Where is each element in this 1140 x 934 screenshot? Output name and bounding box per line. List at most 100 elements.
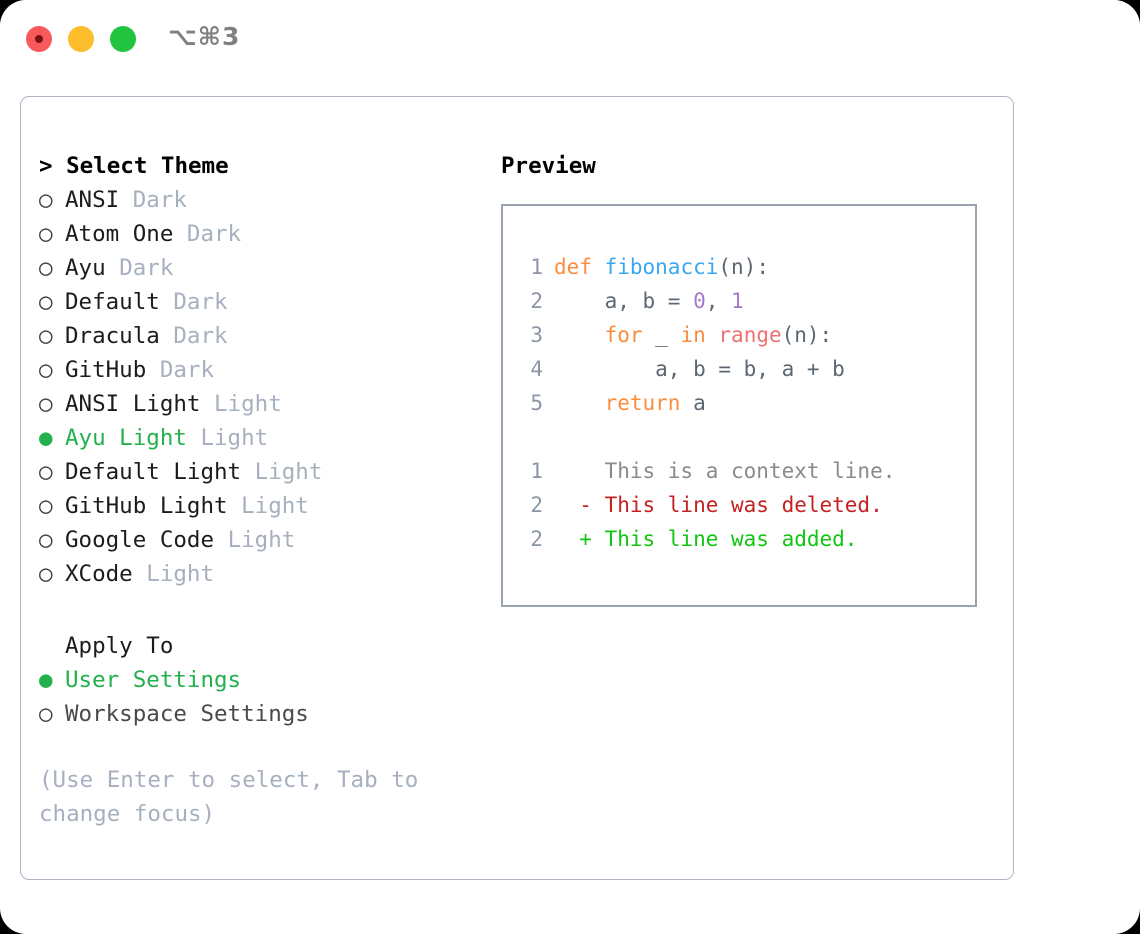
line-number: 1 xyxy=(530,459,543,483)
preview-pane: Preview 1 def fibonacci(n):2 a, b = 0, 1… xyxy=(501,149,981,607)
theme-option-label: GitHub Light xyxy=(65,493,242,519)
code-token-ident: a, b = xyxy=(554,289,694,313)
gutter-gap xyxy=(543,250,554,284)
radio-unselected-icon: ○ xyxy=(39,323,53,349)
theme-option-label: Default xyxy=(65,289,174,315)
theme-option-variant: Light xyxy=(146,561,215,587)
code-line: 5 return a xyxy=(521,386,975,420)
code-token-ident xyxy=(554,323,605,347)
theme-option-label: Dracula xyxy=(65,323,174,349)
gutter-gap xyxy=(543,284,554,318)
minimize-button[interactable] xyxy=(68,26,94,52)
diff-line-context: 1 This is a context line. xyxy=(521,454,975,488)
code-token-punct: (n): xyxy=(718,255,769,279)
theme-option-label: Ayu xyxy=(65,255,120,281)
apply-to-option-user-settings[interactable]: ●User Settings xyxy=(39,663,479,697)
code-token-ident xyxy=(706,323,719,347)
diff-line-text: This is a context line. xyxy=(554,459,896,483)
radio-selected-icon: ● xyxy=(39,425,53,451)
code-token-kw: def xyxy=(554,255,592,279)
theme-option-variant: Dark xyxy=(173,323,228,349)
code-token-kw: return xyxy=(604,391,681,415)
theme-option-variant: Dark xyxy=(119,255,174,281)
code-line: 4 a, b = b, a + b xyxy=(521,352,975,386)
keyboard-hint-text: (Use Enter to select, Tab to change focu… xyxy=(39,767,432,827)
theme-option-label: Atom One xyxy=(65,221,187,247)
line-number: 2 xyxy=(530,493,543,517)
radio-unselected-icon: ○ xyxy=(39,391,53,417)
code-token-num: 1 xyxy=(731,289,744,313)
theme-option-ansi[interactable]: ○ANSI Dark xyxy=(39,183,479,217)
apply-to-option-label: User Settings xyxy=(65,667,242,693)
theme-option-label: ANSI Light xyxy=(65,391,215,417)
line-number: 4 xyxy=(530,357,543,381)
preview-heading: Preview xyxy=(501,153,596,179)
code-token-ident xyxy=(554,391,605,415)
theme-option-variant: Light xyxy=(200,425,269,451)
apply-to-option-workspace-settings[interactable]: ○ Workspace Settings xyxy=(39,697,479,731)
radio-unselected-icon: ○ xyxy=(39,357,53,383)
code-token-plain xyxy=(592,255,605,279)
radio-unselected-icon: ○ xyxy=(39,255,53,281)
radio-unselected-icon: ○ xyxy=(39,289,53,315)
apply-to-section: Apply To ●User Settings ○ Workspace Settin… xyxy=(39,629,479,731)
theme-option-variant: Light xyxy=(241,493,309,519)
theme-option-xcode[interactable]: ○ XCode Light xyxy=(39,557,479,591)
maximize-button[interactable] xyxy=(110,26,136,52)
close-button[interactable] xyxy=(26,26,52,52)
radio-unselected-icon: ○ xyxy=(39,493,53,519)
code-token-punct: (n): xyxy=(781,323,833,347)
code-token-fn: fibonacci xyxy=(604,255,719,279)
apply-to-option-list[interactable]: ●User Settings ○ Workspace Settings xyxy=(39,663,479,731)
line-number: 2 xyxy=(530,527,543,551)
theme-option-label: Default Light xyxy=(65,459,255,485)
radio-unselected-icon: ○ xyxy=(39,701,53,727)
diff-sample: 1 This is a context line.2 - This line w… xyxy=(521,454,975,556)
code-line: 3 for _ in range(n): xyxy=(521,318,975,352)
select-theme-heading: > Select Theme xyxy=(39,153,229,179)
gutter-gap xyxy=(543,454,554,488)
code-line: 2 a, b = 0, 1 xyxy=(521,284,975,318)
code-token-num: 0 xyxy=(693,289,706,313)
window-controls xyxy=(26,26,136,52)
code-token-builtin: range xyxy=(718,323,782,347)
theme-option-atom-one[interactable]: ○Atom One Dark xyxy=(39,217,479,251)
diff-line-text: + This line was added. xyxy=(554,527,858,551)
apply-to-option-label: Workspace Settings xyxy=(65,701,309,727)
gutter-gap xyxy=(543,522,554,556)
theme-option-ayu[interactable]: ○ Ayu Dark xyxy=(39,251,479,285)
code-diff-spacer xyxy=(521,420,975,454)
theme-option-variant: Light xyxy=(254,459,323,485)
line-number: 2 xyxy=(530,289,543,313)
gutter-gap xyxy=(543,488,554,522)
code-token-ident: a, b = b, a + b xyxy=(554,357,845,381)
theme-option-label: XCode xyxy=(65,561,147,587)
radio-unselected-icon: ○ xyxy=(39,527,53,553)
theme-option-ayu-light[interactable]: ●Ayu Light Light xyxy=(39,421,479,455)
theme-option-variant: Dark xyxy=(132,187,187,213)
theme-option-variant: Light xyxy=(227,527,296,553)
theme-option-github-light[interactable]: ○ GitHub Light Light xyxy=(39,489,479,523)
theme-option-google-code[interactable]: ○Google Code Light xyxy=(39,523,479,557)
code-token-kw: for xyxy=(604,323,643,347)
title-bar: ⌥⌘3 xyxy=(0,0,1140,78)
code-line: 1 def fibonacci(n): xyxy=(521,250,975,284)
line-number: 1 xyxy=(530,255,543,279)
apply-to-heading: Apply To xyxy=(65,633,174,659)
theme-option-dracula[interactable]: ○ Dracula Dark xyxy=(39,319,479,353)
main-panel: > Select Theme ○ANSI Dark○Atom One Dark○… xyxy=(20,96,1014,880)
gutter-gap xyxy=(543,318,554,352)
line-number: 5 xyxy=(530,391,543,415)
theme-option-ansi-light[interactable]: ○ ANSI Light Light xyxy=(39,387,479,421)
theme-option-default[interactable]: ○Default Dark xyxy=(39,285,479,319)
theme-option-list[interactable]: ○ANSI Dark○Atom One Dark○Ayu Dark○Defaul… xyxy=(39,183,479,591)
theme-option-github[interactable]: ○GitHub Dark xyxy=(39,353,479,387)
radio-unselected-icon: ○ xyxy=(39,221,53,247)
theme-option-variant: Light xyxy=(214,391,282,417)
theme-option-variant: Dark xyxy=(159,357,215,383)
theme-option-default-light[interactable]: ○Default Light Light xyxy=(39,455,479,489)
gutter-gap xyxy=(543,352,554,386)
radio-unselected-icon: ○ xyxy=(39,561,53,587)
